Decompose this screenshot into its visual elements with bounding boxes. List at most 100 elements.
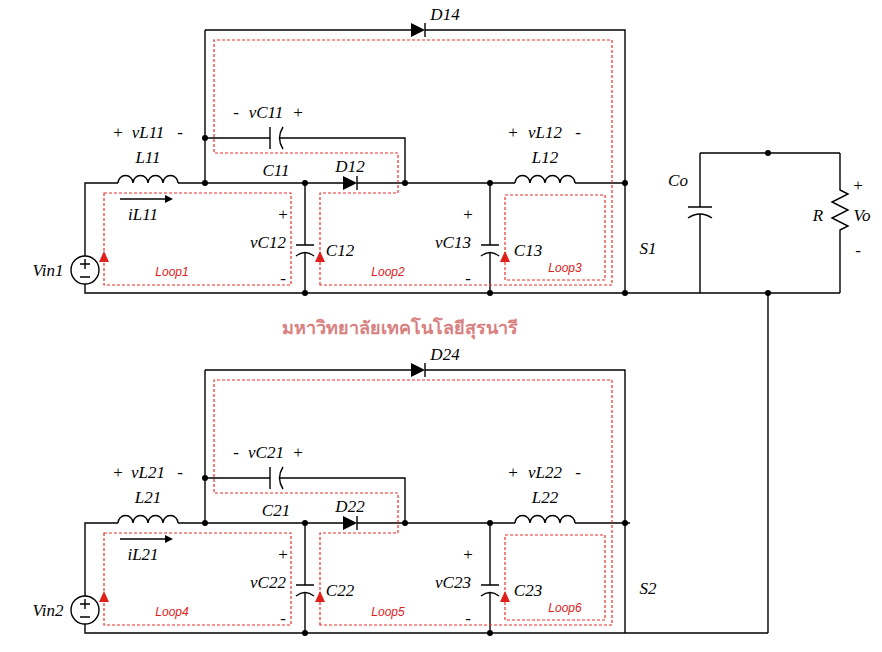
inductor-symbol bbox=[515, 176, 575, 183]
wire bbox=[625, 153, 848, 633]
polarity-sign: - bbox=[233, 444, 239, 461]
wire bbox=[85, 30, 625, 293]
converter-stage bbox=[71, 363, 625, 636]
junction-dot bbox=[622, 180, 628, 186]
junction-dots bbox=[202, 135, 493, 296]
capacitor-symbol bbox=[688, 207, 712, 218]
inductor-symbol bbox=[118, 176, 178, 183]
voltage-label: vC21 bbox=[248, 444, 284, 461]
polarity-sign: + bbox=[853, 177, 863, 194]
polarity-sign: - bbox=[280, 270, 286, 287]
diode-label: D24 bbox=[430, 346, 459, 363]
loop-label: Loop5 bbox=[371, 606, 404, 618]
loop-path bbox=[104, 193, 291, 285]
junction-dot bbox=[622, 290, 628, 296]
resistor-label: R bbox=[813, 207, 823, 224]
polarity-sign: + bbox=[293, 104, 303, 121]
voltage-label: vL21 bbox=[131, 464, 165, 481]
inductor-label: L22 bbox=[532, 489, 558, 506]
capacitor-label: C11 bbox=[262, 162, 289, 179]
current-label: iL21 bbox=[127, 546, 158, 563]
switch-label: S2 bbox=[640, 580, 657, 597]
capacitor-symbol bbox=[296, 245, 314, 256]
watermark: มหาวิทยาลัยเทคโนโลยีสุรนารี bbox=[282, 319, 518, 337]
polarity-sign: + bbox=[278, 546, 288, 563]
loop-arrows bbox=[99, 251, 510, 262]
output-wires bbox=[625, 153, 848, 633]
junction-dot bbox=[765, 150, 771, 156]
polarity-sign: - bbox=[177, 124, 183, 141]
polarity-sign: + bbox=[463, 206, 473, 223]
polarity-sign: - bbox=[177, 464, 183, 481]
loop-arrow bbox=[315, 251, 325, 262]
junction-dot bbox=[302, 180, 308, 186]
capacitor-symbol bbox=[270, 127, 283, 149]
inductor-label: L21 bbox=[135, 489, 161, 506]
polarity-sign: - bbox=[575, 124, 581, 141]
loop-path bbox=[214, 40, 612, 285]
junction-dot bbox=[487, 180, 493, 186]
polarity-sign: - bbox=[575, 464, 581, 481]
diode-symbol bbox=[343, 176, 357, 190]
polarity-sign: + bbox=[293, 444, 303, 461]
capacitor-label: Co bbox=[668, 172, 688, 189]
loop-arrow bbox=[99, 251, 109, 262]
diode-label: D12 bbox=[335, 158, 364, 175]
voltage-label: vC11 bbox=[249, 104, 284, 121]
output-dots bbox=[622, 150, 771, 526]
diode-label: D14 bbox=[430, 6, 459, 23]
voltage-label: vC13 bbox=[435, 234, 471, 251]
loop-label: Loop6 bbox=[548, 602, 581, 614]
diode-label: D22 bbox=[335, 498, 364, 515]
source-label: Vin2 bbox=[33, 602, 64, 619]
voltage-source bbox=[71, 256, 99, 284]
junction-dot bbox=[487, 290, 493, 296]
capacitor-label: C12 bbox=[326, 242, 354, 259]
polarity-sign: + bbox=[113, 464, 123, 481]
voltage-label: vL11 bbox=[132, 124, 165, 141]
capacitor-label: C23 bbox=[514, 582, 542, 599]
source-label: Vin1 bbox=[33, 262, 64, 279]
capacitor-label: C22 bbox=[326, 582, 354, 599]
voltage-label: Vo bbox=[854, 207, 871, 224]
loop-label: Loop3 bbox=[548, 262, 581, 274]
loop-label: Loop4 bbox=[155, 606, 188, 618]
inductor-label: L12 bbox=[532, 149, 558, 166]
diode-bar bbox=[357, 23, 425, 190]
polarity-sign: + bbox=[463, 546, 473, 563]
voltage-label: vC22 bbox=[250, 574, 286, 591]
capacitor-label: C21 bbox=[262, 502, 290, 519]
loop-label: Loop2 bbox=[371, 266, 404, 278]
capacitor-symbol bbox=[481, 245, 499, 256]
source-polarity bbox=[80, 259, 90, 277]
switch-label: S1 bbox=[640, 240, 657, 257]
junction-dot bbox=[202, 180, 208, 186]
junction-dot bbox=[402, 180, 408, 186]
loop-path bbox=[505, 195, 605, 280]
current-arrow-line bbox=[120, 198, 165, 199]
junction-dot bbox=[622, 520, 628, 526]
current-arrowhead bbox=[165, 195, 173, 203]
polarity-sign: + bbox=[113, 124, 123, 141]
converter-stage bbox=[71, 23, 625, 296]
polarity-sign: + bbox=[508, 464, 518, 481]
polarity-sign: - bbox=[465, 610, 471, 627]
polarity-sign: - bbox=[280, 610, 286, 627]
junction-dot bbox=[302, 290, 308, 296]
loop-arrow bbox=[500, 251, 510, 262]
inductor-label: L11 bbox=[135, 149, 160, 166]
junction-dot bbox=[202, 135, 208, 141]
polarity-sign: - bbox=[855, 242, 861, 259]
loop-label: Loop1 bbox=[155, 266, 188, 278]
voltage-label: vL12 bbox=[528, 124, 562, 141]
wire-group bbox=[71, 23, 625, 293]
voltage-label: vC23 bbox=[435, 574, 471, 591]
polarity-sign: + bbox=[508, 124, 518, 141]
current-label: iL11 bbox=[128, 206, 158, 223]
polarity-sign: - bbox=[465, 270, 471, 287]
loop-paths bbox=[104, 40, 612, 285]
voltage-label: vC12 bbox=[250, 234, 286, 251]
diode-symbol bbox=[411, 23, 425, 37]
